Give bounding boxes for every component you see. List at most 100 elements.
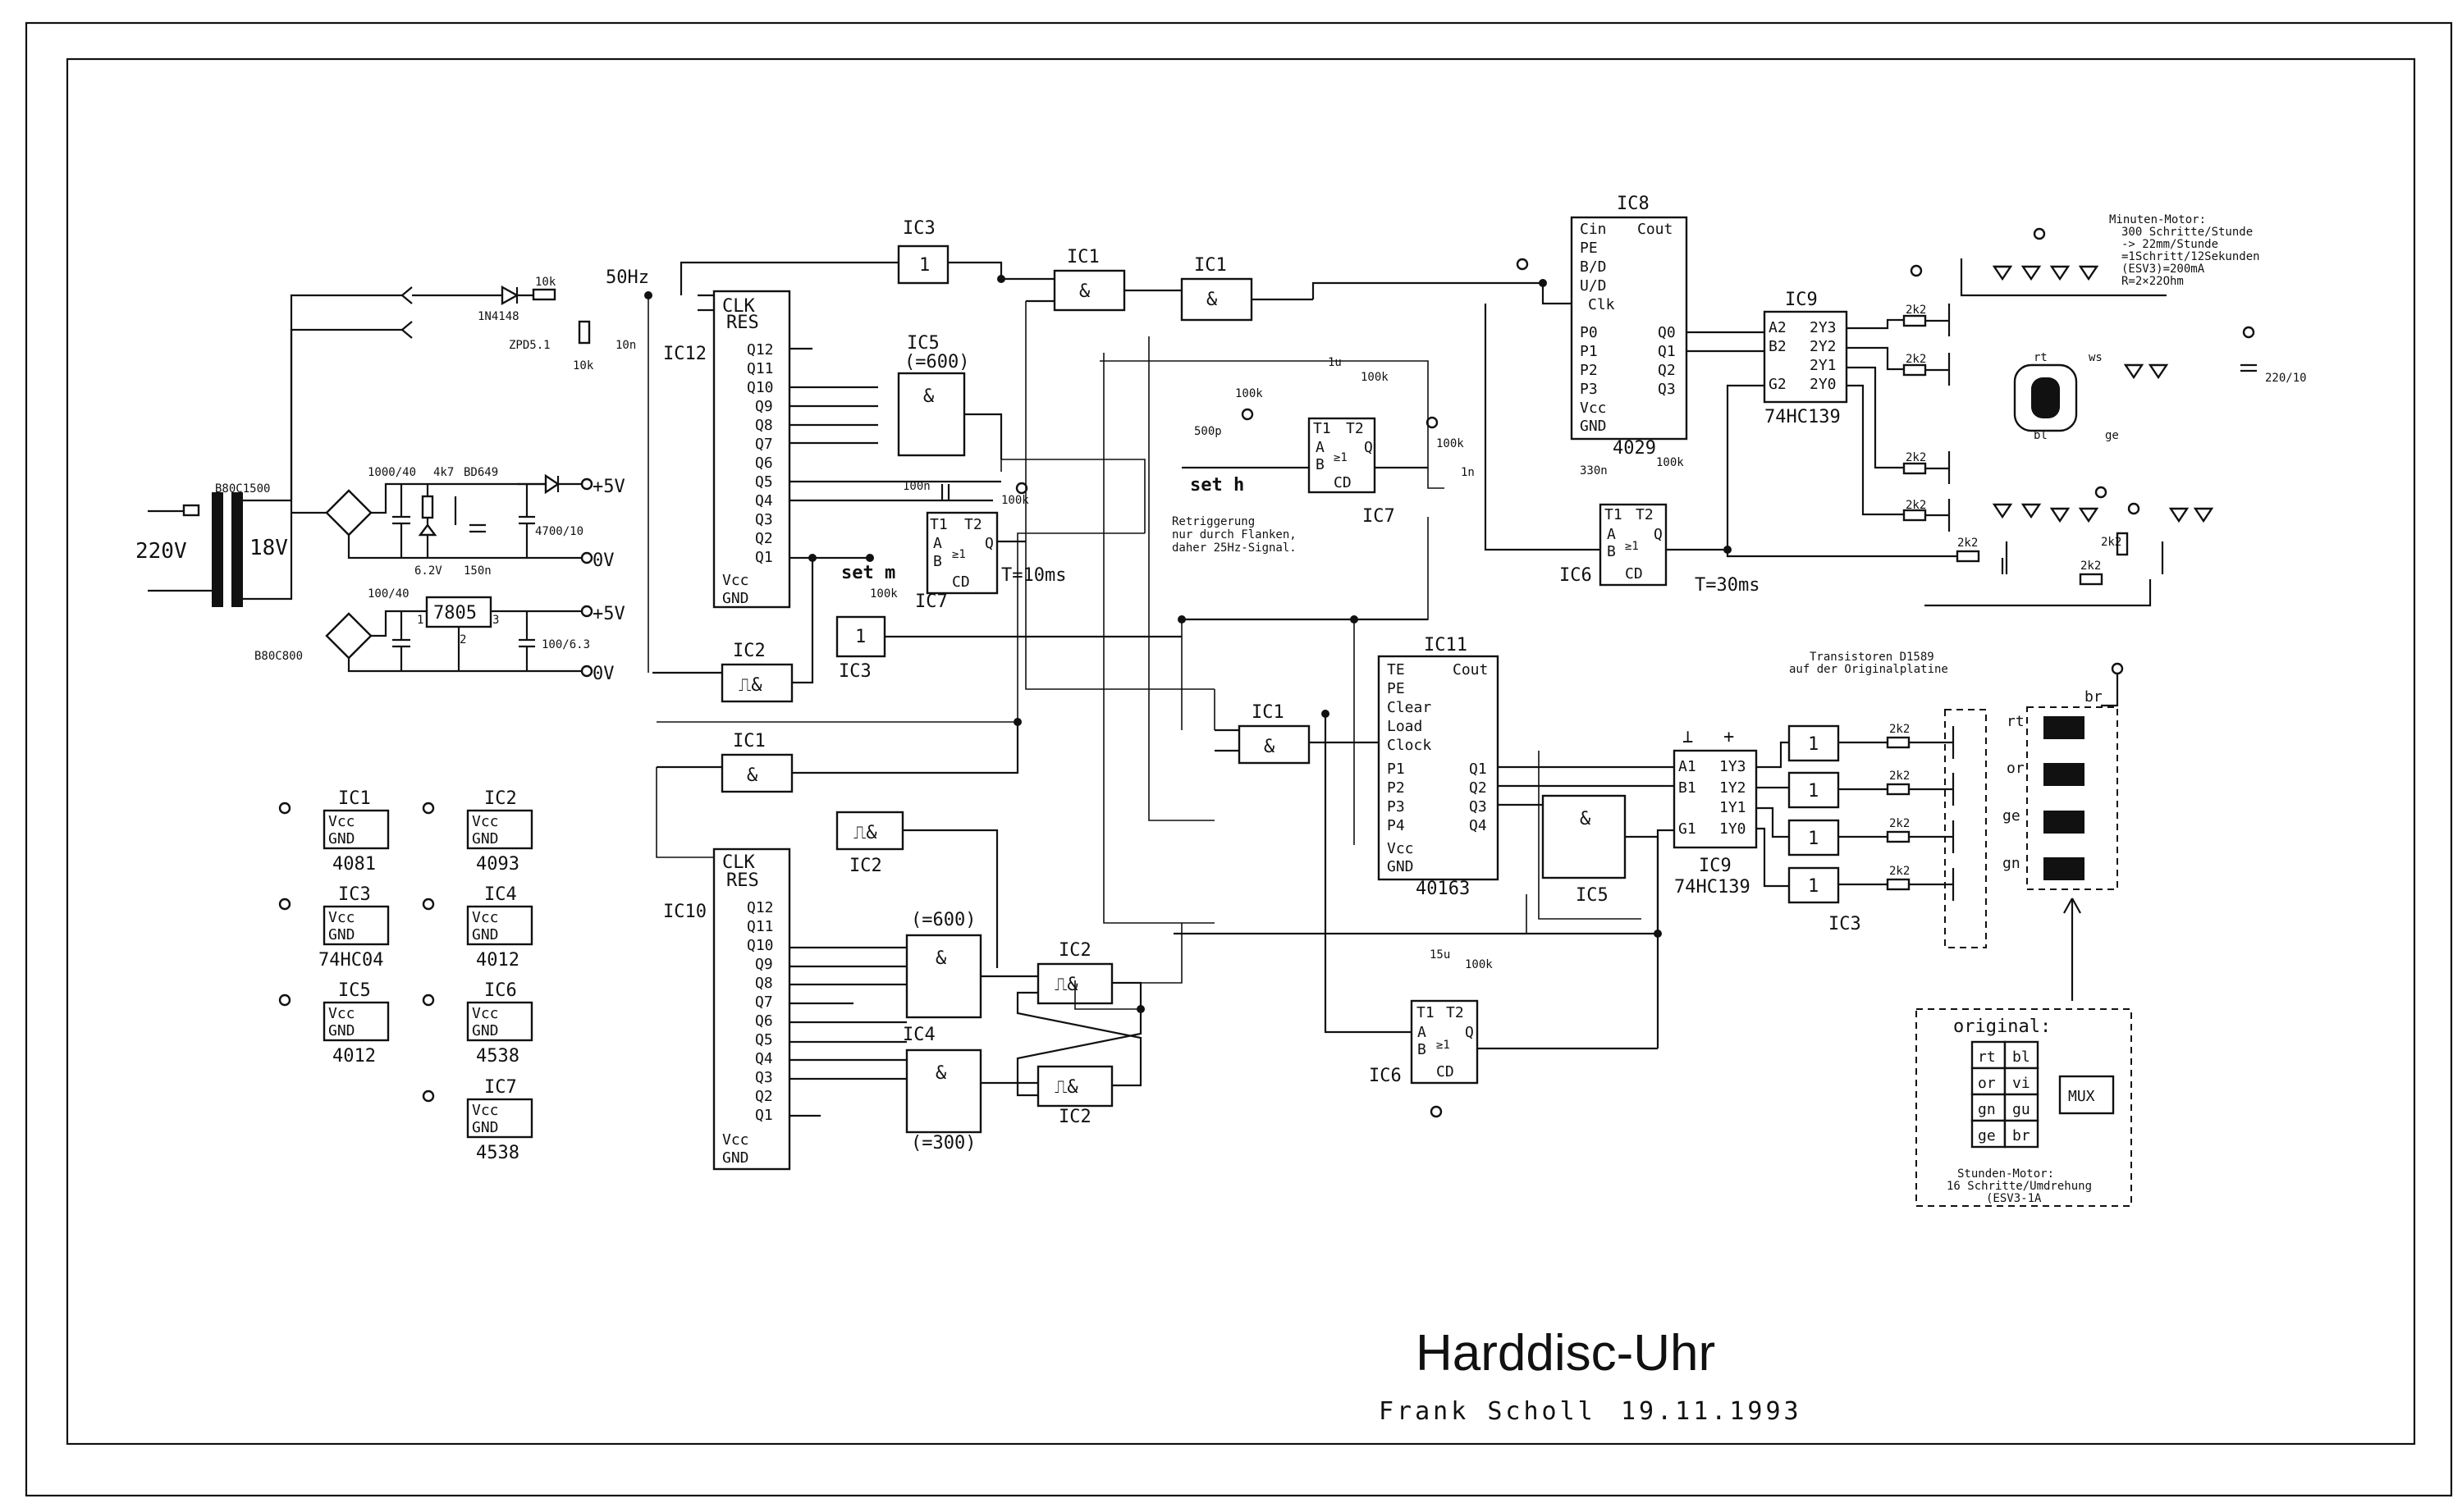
svg-text:Q0: Q0 [1658,324,1676,341]
ic3-inverter-top: 1 IC3 [680,218,1003,295]
secondary-label: 18V [249,536,288,560]
svg-text:Vcc: Vcc [472,813,499,830]
svg-text:1n: 1n [1461,466,1475,479]
regulator-label: 7805 [433,603,477,624]
ic6-monoflop-bottom: T1 T2 A B Q CD ≥1 IC6 15u 100k [1324,714,1658,1118]
coil-gn [2043,857,2084,880]
svg-text:ge: ge [2002,807,2020,825]
svg-text:100k: 100k [1436,437,1464,450]
svg-text:GND: GND [1580,418,1607,435]
ic2-schmitt-nand-1: ⎍& IC2 [652,558,814,703]
svg-text:Minuten-Motor:: Minuten-Motor: [2109,213,2206,226]
ic-pinout-legend: IC1 Vcc GND 4081 IC2 Vcc GND 4093 IC3 Vc… [278,788,533,1163]
svg-text:2k2: 2k2 [2080,560,2101,573]
svg-text:Q12: Q12 [747,899,774,916]
svg-text:Q3: Q3 [1658,381,1676,398]
svg-text:rt: rt [2034,351,2048,364]
ic5-label-top: IC5 [907,333,940,354]
svg-text:Q2: Q2 [1658,362,1676,379]
svg-text:A: A [1417,1024,1426,1041]
svg-text:Q9: Q9 [755,956,773,973]
svg-text:GND: GND [722,1149,749,1167]
svg-text:A: A [1607,526,1616,543]
ic2-rs-latch: ⎍& IC2 ⎍& IC2 [981,940,1142,1127]
svg-text:4093: 4093 [476,854,519,875]
svg-text:330n: 330n [1580,464,1608,477]
junction-dots [644,275,1732,1013]
gnd2-label: 0V [593,664,615,684]
svg-text:≥1: ≥1 [1436,1039,1450,1052]
svg-text:100k: 100k [1361,371,1389,384]
ic12-counter: CLK RES IC12 Q12 Q11 Q10 Q9 Q8 Q7 Q6 Q5 … [663,290,1001,609]
svg-text:T=30ms: T=30ms [1695,575,1760,596]
ic12-label: IC12 [663,344,707,364]
svg-text:&: & [923,386,935,407]
ic6-monoflop-top: T1 T2 A B Q CD ≥1 IC6 T=30ms 330n 100k [1484,304,1760,596]
svg-text:&: & [747,765,758,786]
svg-text:4029: 4029 [1613,438,1656,459]
svg-text:T2: T2 [1346,420,1364,437]
svg-text:G1: G1 [1678,820,1696,838]
svg-text:vi: vi [2012,1075,2030,1092]
svg-text:T2: T2 [1446,1004,1464,1021]
svg-text:G2: G2 [1769,376,1787,393]
svg-text:CD: CD [952,573,970,591]
svg-text:Q: Q [985,535,994,552]
svg-text:Clock: Clock [1387,737,1431,754]
svg-text:A2: A2 [1769,319,1787,336]
outer-frame [25,21,2453,1497]
svg-text:Q1: Q1 [755,1107,773,1124]
ic10-label: IC10 [663,902,707,922]
ic7-monoflop-left: T1 T2 A B Q CD ≥1 IC7 T=10ms set m 100n … [841,480,1066,612]
svg-text:⊥: ⊥ [1682,727,1693,747]
svg-text:P0: P0 [1580,324,1598,341]
svg-text:&: & [1264,737,1275,757]
svg-text:IC4: IC4 [903,1025,936,1045]
svg-text:Q3: Q3 [755,511,773,528]
svg-text:2k2: 2k2 [2101,536,2121,549]
svg-text:original:: original: [1953,1016,2051,1037]
svg-text:1: 1 [855,627,866,647]
svg-text:Q11: Q11 [747,918,774,935]
svg-text:bl: bl [2034,429,2048,442]
svg-text:Q: Q [1465,1024,1474,1041]
svg-text:74HC139: 74HC139 [1674,877,1750,898]
svg-text:100k: 100k [870,587,898,601]
svg-text:RES: RES [726,313,759,333]
svg-text:1Y0: 1Y0 [1719,820,1746,838]
svg-text:Q1: Q1 [755,549,773,566]
svg-text:P1: P1 [1387,761,1405,778]
svg-text:IC2: IC2 [849,856,882,876]
svg-text:P1: P1 [1580,343,1598,360]
svg-text:Q4: Q4 [755,1050,773,1067]
svg-text:100n: 100n [903,480,931,493]
svg-text:P2: P2 [1387,779,1405,797]
svg-text:IC1: IC1 [733,731,766,751]
svg-text:Q4: Q4 [1469,817,1487,834]
svg-text:(=600): (=600) [911,910,976,930]
svg-text:RES: RES [726,870,759,891]
svg-text:P3: P3 [1580,381,1598,398]
regulator-7805 [425,596,492,628]
svg-text:1: 1 [1808,781,1819,802]
svg-text:2Y2: 2Y2 [1810,338,1837,355]
svg-text:Vcc: Vcc [1580,400,1607,417]
svg-text:2k2: 2k2 [1906,499,1926,512]
ic1-and-top-1: & IC1 [1001,247,1182,312]
svg-text:500p: 500p [1194,425,1222,438]
svg-text:IC1: IC1 [1067,247,1100,267]
svg-text:1: 1 [1808,734,1819,755]
ic1-and-top-2: & IC1 [1180,255,1543,322]
svg-text:PE: PE [1387,680,1405,697]
svg-text:B: B [1316,456,1325,473]
ic5-nand-600-lower: & (=600) [905,910,982,1019]
svg-text:T1: T1 [1604,506,1622,523]
svg-text:Q6: Q6 [755,455,773,472]
svg-text:IC1: IC1 [338,788,371,809]
svg-text:auf der Originalplatine: auf der Originalplatine [1789,663,1948,676]
svg-text:GND: GND [328,830,355,847]
svg-text:1Y1: 1Y1 [1719,799,1746,816]
svg-text:B: B [1417,1041,1426,1058]
